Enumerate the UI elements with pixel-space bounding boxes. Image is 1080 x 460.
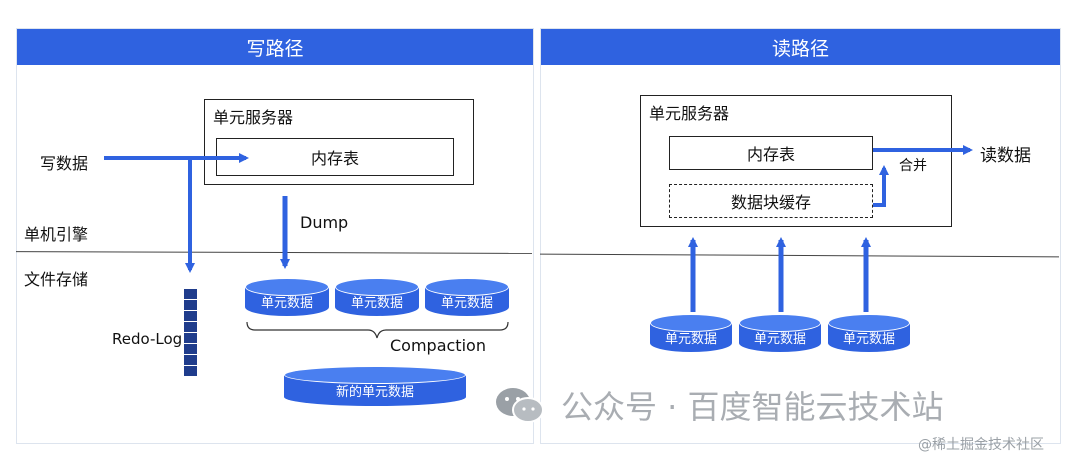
redo-log-stack bbox=[184, 289, 197, 377]
file-storage-label: 文件存储 bbox=[24, 270, 89, 289]
redo-log-cell bbox=[184, 366, 197, 376]
read-unit-data-label: 单元数据 bbox=[753, 331, 806, 347]
new-unit-data-cylinder: 新的单元数据 bbox=[284, 366, 466, 406]
new-unit-data-label: 新的单元数据 bbox=[335, 384, 414, 400]
write-memtable-label: 内存表 bbox=[310, 149, 359, 168]
watermark-main-text: 公众号 · 百度智能云技术站 bbox=[561, 388, 944, 426]
write-data-label: 写数据 bbox=[40, 154, 89, 173]
write-unit-data-cylinder: 单元数据 bbox=[245, 278, 329, 316]
write-path-panel: 写路径 bbox=[16, 28, 534, 444]
redo-log-cell bbox=[184, 344, 197, 354]
read-unit-data-label: 单元数据 bbox=[664, 331, 717, 347]
corner-watermark: @稀土掘金技术社区 bbox=[918, 437, 1044, 453]
block-cache-label: 数据块缓存 bbox=[730, 193, 811, 212]
dump-label: Dump bbox=[300, 213, 349, 232]
write-unit-server-title: 单元服务器 bbox=[213, 108, 294, 127]
write-unit-data-label: 单元数据 bbox=[260, 295, 313, 311]
redo-log-cell bbox=[184, 300, 197, 310]
read-unit-data-label: 单元数据 bbox=[842, 331, 895, 347]
read-data-label: 读数据 bbox=[980, 146, 1031, 166]
read-memtable-label: 内存表 bbox=[746, 145, 795, 164]
redo-log-cell bbox=[184, 311, 197, 321]
single-engine-label: 单机引擎 bbox=[24, 225, 89, 244]
write-unit-data-label: 单元数据 bbox=[350, 295, 403, 311]
read-path-header: 读路径 bbox=[541, 29, 1060, 65]
read-unit-data-cylinder: 单元数据 bbox=[739, 314, 821, 352]
read-memtable-box: 内存表 bbox=[669, 136, 873, 170]
wechat-watermark: 公众号 · 百度智能云技术站 bbox=[493, 382, 944, 428]
merge-label: 合并 bbox=[899, 158, 927, 174]
redo-log-cell bbox=[184, 355, 197, 365]
write-unit-data-cylinder: 单元数据 bbox=[425, 278, 509, 316]
block-cache-box: 数据块缓存 bbox=[669, 184, 873, 218]
read-unit-server-title: 单元服务器 bbox=[649, 104, 730, 123]
redo-log-cell bbox=[184, 333, 197, 343]
write-unit-data-label: 单元数据 bbox=[440, 295, 493, 311]
merge-arrow bbox=[873, 165, 889, 207]
write-path-header: 写路径 bbox=[17, 29, 533, 65]
compaction-brace bbox=[246, 321, 509, 339]
write-memtable-box: 内存表 bbox=[216, 138, 454, 176]
write-unit-data-cylinder: 单元数据 bbox=[335, 278, 419, 316]
redo-log-cell bbox=[184, 289, 197, 299]
compaction-label: Compaction bbox=[390, 336, 486, 355]
wechat-icon bbox=[496, 388, 544, 423]
read-unit-data-cylinder: 单元数据 bbox=[828, 314, 910, 352]
read-unit-data-cylinder: 单元数据 bbox=[650, 314, 732, 352]
redo-log-label: Redo-Log bbox=[112, 330, 183, 348]
redo-log-cell bbox=[184, 322, 197, 332]
